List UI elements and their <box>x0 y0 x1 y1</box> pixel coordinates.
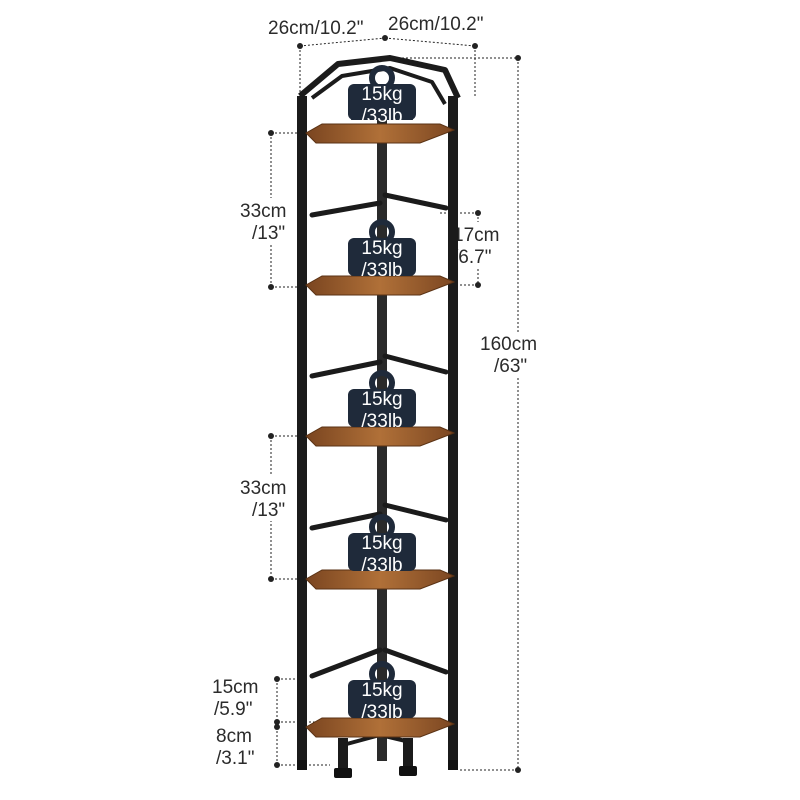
weight-icon <box>348 661 416 718</box>
lower-gap-cm-label: 33cm <box>240 478 286 499</box>
load-lb-label: /33lb <box>361 260 402 281</box>
shelf-load-3: 15kg /33lb <box>348 370 416 432</box>
side-gap-dimension: 17cm /6.7" <box>440 210 506 288</box>
top-width-dimension: 26cm/10.2" 26cm/10.2" <box>268 14 483 96</box>
upper-shelf-gap-dimension: 33cm /13" <box>238 130 306 290</box>
bottom-gap-in-label: /5.9" <box>214 699 252 720</box>
weight-icon <box>348 219 416 276</box>
upper-gap-cm-label: 33cm <box>240 201 286 222</box>
load-kg-label: 15kg <box>361 84 402 105</box>
shelf-boards <box>305 123 456 738</box>
lower-gap-in-label: /13" <box>252 500 285 521</box>
weight-icon <box>348 370 416 427</box>
shelf-board <box>305 123 456 144</box>
load-lb-label: /33lb <box>361 411 402 432</box>
bottom-gap-cm-label: 15cm <box>212 677 258 698</box>
left-post <box>297 96 307 768</box>
total-height-dimension: 160cm /63" <box>390 55 552 773</box>
feet-dimension: 8cm /3.1" <box>216 721 330 769</box>
shelf-load-5: 15kg /33lb <box>348 661 416 723</box>
shelf-load-2: 15kg /33lb <box>348 219 416 281</box>
feet-cm-label: 8cm <box>216 726 252 747</box>
weight-icon <box>348 514 416 571</box>
upper-gap-in-label: /13" <box>252 223 285 244</box>
bottom-gap-dimension: 15cm /5.9" <box>212 676 306 725</box>
top-width-right-label: 26cm/10.2" <box>388 14 483 35</box>
load-kg-label: 15kg <box>361 680 402 701</box>
load-kg-label: 15kg <box>361 389 402 410</box>
shelf-board <box>305 275 456 296</box>
right-post <box>448 96 458 768</box>
feet-in-label: /3.1" <box>216 748 254 769</box>
load-kg-label: 15kg <box>361 533 402 554</box>
shelf-board <box>305 426 456 447</box>
load-kg-label: 15kg <box>361 238 402 259</box>
top-width-left-label: 26cm/10.2" <box>268 18 363 39</box>
shelf-board <box>305 717 456 738</box>
weight-icon <box>348 65 416 120</box>
load-lb-label: /33lb <box>361 555 402 576</box>
height-in-label: /63" <box>494 356 527 377</box>
shelf-load-4: 15kg /33lb <box>348 514 416 576</box>
side-gap-cm-label: 17cm <box>453 225 499 246</box>
height-cm-label: 160cm <box>480 334 537 355</box>
load-lb-label: /33lb <box>361 702 402 723</box>
shelf-load-1: 15kg /33lb <box>348 65 416 127</box>
shelf-board <box>305 569 456 590</box>
load-lb-label: /33lb <box>361 106 402 127</box>
side-gap-in-label: /6.7" <box>453 247 491 268</box>
lower-shelf-gap-dimension: 33cm /13" <box>238 433 306 582</box>
